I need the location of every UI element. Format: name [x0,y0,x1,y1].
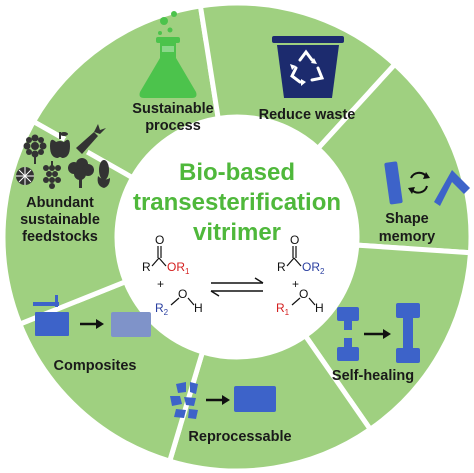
left-plus: + [157,277,164,291]
right-alcohol: R1 O H [276,287,324,317]
center-title-line-3: vitrimer [193,219,281,246]
corn-icon [97,160,110,188]
flask-icon [139,11,197,98]
composite-icon [33,295,151,337]
label-composites: Composites [54,358,137,374]
right-ester-r: R [277,260,286,274]
right-alcohol-r: R1 [276,301,290,317]
left-alcohol-r: R2 [155,301,169,317]
left-alcohol: R2 O H [155,287,203,317]
shape-memory-icon [384,161,470,206]
carrot-icon [76,124,106,154]
left-ester-or: OR1 [167,260,190,276]
label-reduce-waste: Reduce waste [259,107,356,123]
label-self-healing: Self-healing [332,368,414,384]
segment-shape-memory [314,60,474,256]
apple-icon [50,132,70,158]
label-shape-memory-1: Shape [385,211,429,227]
right-alcohol-o: O [299,287,308,301]
right-ester-or: OR2 [302,260,325,276]
equilibrium-arrows [210,277,264,297]
orange-icon [16,167,34,185]
center-title-line-1: Bio-based [179,159,295,186]
right-plus: + [292,277,299,291]
label-sustainable-process-2: process [145,118,201,134]
reprocess-icon [170,382,276,419]
recycle-bin-icon [272,36,344,98]
left-ester-r: R [142,260,151,274]
tree-icon [68,158,94,188]
flower-icon [23,134,47,164]
left-ester: R O OR1 + [142,233,190,291]
label-abundant-1: Abundant [26,195,94,211]
left-alcohol-o: O [178,287,187,301]
biomass-icons [16,124,110,189]
label-sustainable-process-1: Sustainable [132,101,213,117]
left-carbonyl-o: O [155,233,164,247]
label-abundant-3: feedstocks [22,229,98,245]
grapes-icon [43,161,61,189]
self-healing-icon [337,303,420,363]
label-reprocessable: Reprocessable [188,429,291,445]
center-title-line-2: transesterification [133,189,341,216]
label-shape-memory-2: memory [379,229,435,245]
center-circle [119,119,355,355]
right-carbonyl-o: O [290,233,299,247]
label-abundant-2: sustainable [20,212,100,228]
right-alcohol-h: H [315,301,324,315]
left-alcohol-h: H [194,301,203,315]
reaction-scheme: R O OR1 + R2 O H R [142,233,325,317]
right-ester: R O OR2 + [277,233,325,291]
